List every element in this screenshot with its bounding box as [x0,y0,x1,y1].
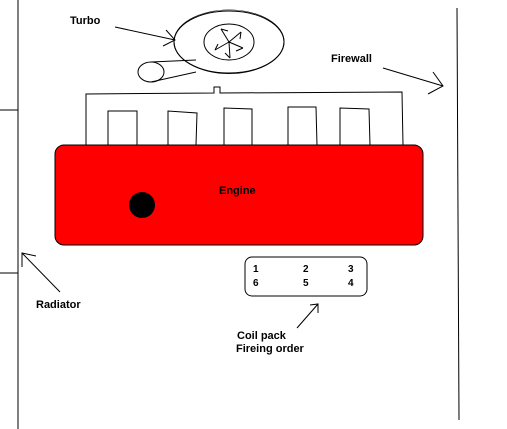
radiator-arrow [21,252,61,293]
coil-number: 2 [303,264,309,275]
coil-pack-label: Coil pack [237,330,286,342]
manifold-runners [107,106,371,146]
coil-number: 5 [303,278,309,289]
firewall-label: Firewall [331,53,372,65]
coil-number: 6 [253,278,259,289]
turbo-label: Turbo [70,15,101,27]
radiator-label: Radiator [36,299,81,311]
engine-label: Engine [219,185,256,197]
turbo-arrow [114,26,176,47]
firewall-arrow [382,67,444,95]
coil-pack-arrow [296,303,319,329]
firewall-line [456,7,460,421]
engine-block [54,144,424,246]
coil-pack-box [244,256,368,297]
pulley-icon [137,59,197,83]
engine-dot-icon [129,192,155,218]
intake-manifold [85,86,404,146]
turbo-fan-icon [173,9,285,74]
coil-number: 4 [348,278,354,289]
firing-order-label: Fireing order [236,343,304,355]
coil-number: 3 [348,264,354,275]
coil-number: 1 [253,264,259,275]
